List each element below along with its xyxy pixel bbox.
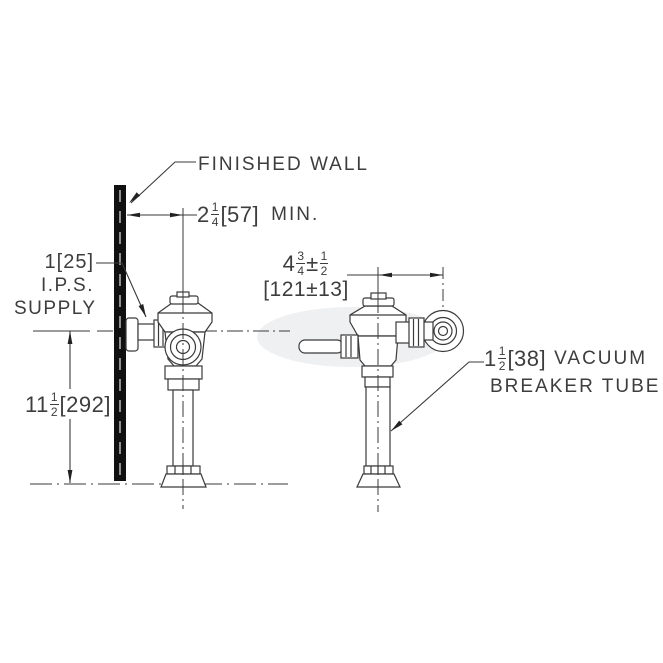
arrowhead-down-icon [67,470,73,483]
supply-flange [125,317,139,352]
arrowhead-icon [391,420,403,431]
arrowhead-left-icon [379,272,392,278]
dim-fraction-tolerance: 1 2 [319,249,329,278]
leader-vacuum-breaker [390,361,484,432]
elbow-center [437,325,449,337]
supply-ips: I.P.S. [40,275,94,296]
leader-supply [96,262,147,318]
vacuum-line2: BREAKER TUBE [490,376,661,397]
arrowhead-left-icon [127,212,140,218]
valve-dome [157,302,213,333]
supply-size: 1[25] [44,251,94,273]
dim-height-label: 11 1 2 [292] [25,391,111,419]
vacuum-breaker-label: 1 1 2 [38] VACUUM BREAKER TUBE [484,345,660,398]
flush-valve-front-view [125,291,213,488]
supply-label: 1[25] I.P.S. SUPPLY [14,251,97,320]
dim-metric: [292] [59,392,111,417]
arrowhead-icon [129,192,141,203]
leader-line [130,161,196,204]
supply-word: SUPPLY [14,298,97,319]
dim-metric: [38] [507,346,547,371]
centerlines-vertical [182,208,444,512]
leader-line [96,262,147,318]
dim-whole: 1 [484,346,497,371]
leader-finished-wall [129,161,196,204]
dim-fraction: 1 2 [49,390,59,419]
dim-fraction: 1 4 [210,200,220,229]
dim-height [67,331,73,483]
dim-metric: [57] [220,202,260,227]
vacuum-word: VACUUM [554,348,648,369]
arrowhead-right-icon [170,212,183,218]
dim-suffix: MIN. [271,204,320,225]
dim-spread-metric: [121±13] [263,278,349,301]
vacuum-line1: 1 1 2 [38] VACUUM [484,345,660,373]
dim-wall-offset [127,212,197,218]
plus-minus: ± [306,251,319,276]
flush-valve-side-view [298,292,465,488]
dim-whole: 4 [282,251,296,276]
dim-wall-offset-label: 2 1 4 [57] MIN. [197,201,319,229]
supply-pipe [137,323,156,341]
handle-coupling-nut [340,334,359,359]
outlet-nut [408,317,425,348]
arrowhead-right-icon [430,272,443,278]
dim-whole: 2 [197,202,210,227]
arrowhead-icon [138,304,146,317]
dim-spread-label: 4 3 4 ± 1 2 [121±13] [260,250,352,302]
outlet-stub [395,321,411,344]
dim-cl-to-elbow [347,272,443,278]
finished-wall-label: FINISHED WALL [198,154,369,175]
arrowhead-up-icon [67,331,73,344]
dim-fraction: 3 4 [296,249,306,278]
dim-whole: 11 [25,392,49,417]
dim-fraction: 1 2 [497,344,507,373]
wall-bar [114,185,126,481]
finished-wall-section [114,185,126,481]
handle [298,339,344,354]
leader-line [390,361,484,432]
dim-spread-line1: 4 3 4 ± 1 2 [260,250,352,278]
